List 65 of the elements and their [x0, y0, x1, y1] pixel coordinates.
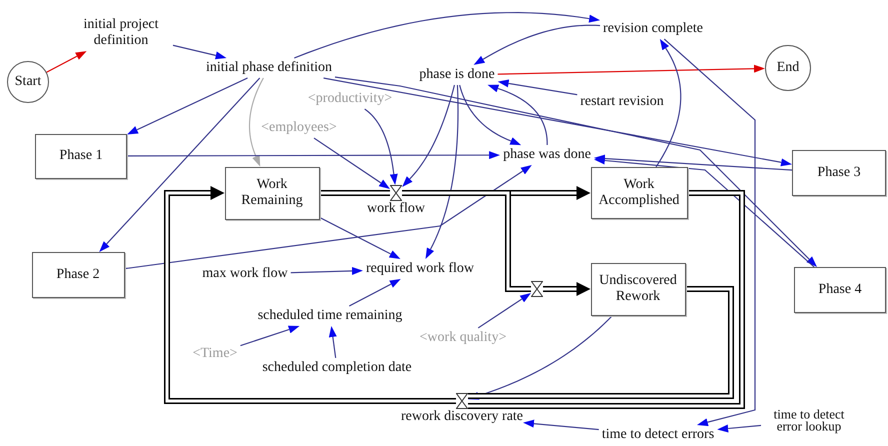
flow-pipe	[164, 186, 456, 404]
arrow	[334, 76, 817, 267]
phase-box: Phase 3	[792, 150, 886, 196]
flow-pipe	[468, 190, 745, 409]
shadow-variable-label: <Time>	[192, 346, 238, 362]
stock-box: Work Remaining	[224, 166, 320, 220]
arrow	[478, 292, 531, 328]
arrow	[172, 44, 227, 60]
phase-box: Phase 1	[35, 134, 127, 178]
arrow	[594, 156, 814, 268]
arrow	[99, 78, 260, 252]
arrow	[294, 12, 600, 58]
arrow	[498, 64, 765, 75]
arrow	[426, 85, 459, 260]
arrow	[127, 151, 500, 160]
arrow	[656, 38, 682, 168]
arrow	[314, 138, 390, 189]
variable-label: scheduled time remaining	[256, 308, 404, 324]
flow-pipe	[468, 286, 734, 399]
terminal-circle: Start	[7, 61, 49, 103]
arrow	[127, 78, 248, 134]
arrow	[248, 78, 264, 167]
variable-label: time to detect errors	[600, 426, 716, 444]
arrow	[664, 38, 756, 426]
arrow	[474, 24, 600, 65]
arrow	[348, 279, 401, 306]
arrow	[290, 266, 363, 275]
arrow	[488, 84, 548, 145]
arrow	[523, 420, 599, 430]
variable-label: revision complete	[602, 20, 704, 38]
variable-label: initial project definition	[71, 16, 171, 50]
arrow	[319, 216, 400, 259]
shadow-variable-label: <productivity>	[306, 90, 394, 108]
arrow	[46, 51, 87, 73]
flow-label: work flow	[367, 201, 425, 218]
variable-label: time to detect error lookup	[763, 408, 855, 434]
arrow	[240, 326, 300, 346]
stock-box: Work Accomplished	[590, 167, 688, 219]
arrow	[468, 315, 613, 400]
arrow	[124, 165, 532, 270]
phase-box: Phase 2	[32, 252, 124, 298]
shadow-variable-label: <employees>	[260, 120, 338, 136]
arrow	[328, 326, 337, 358]
arrow	[498, 80, 578, 96]
variable-label: phase was done	[502, 146, 592, 164]
arrow	[364, 108, 398, 185]
variable-label: phase is done	[418, 66, 496, 84]
arrow	[323, 78, 792, 166]
arrow	[459, 84, 522, 146]
variable-label: required work flow	[364, 260, 476, 278]
arrow	[594, 154, 792, 171]
flow-pipe	[320, 190, 390, 196]
variable-label: initial phase definition	[205, 60, 333, 76]
flow-label: rework discovery rate	[400, 409, 524, 426]
terminal-circle: End	[765, 45, 811, 91]
arrow	[402, 84, 455, 187]
variable-label: scheduled completion date	[261, 360, 413, 376]
valve-icon	[531, 281, 543, 297]
flow-pipe	[543, 282, 590, 296]
arrow	[717, 424, 762, 432]
stock-box: Undiscovered Rework	[590, 262, 686, 316]
variable-label: restart revision	[579, 94, 665, 110]
shadow-variable-label: <work quality>	[418, 330, 508, 346]
variable-label: max work flow	[201, 266, 289, 282]
phase-box: Phase 4	[794, 267, 886, 313]
